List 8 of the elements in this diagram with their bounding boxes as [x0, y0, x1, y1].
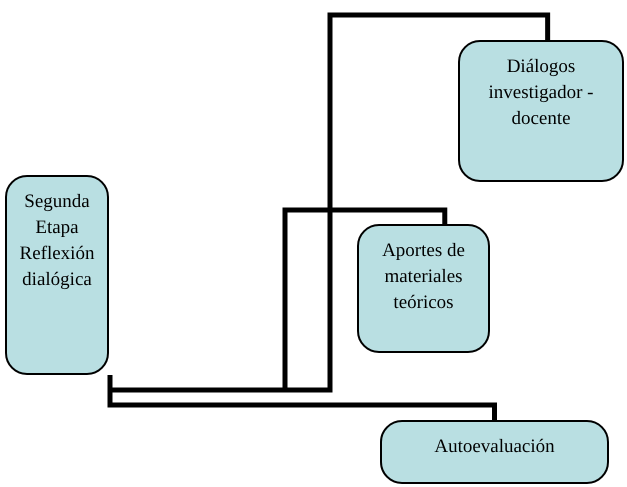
rounded-box: [5, 175, 109, 375]
node-text: Segunda Etapa Reflexión dialógica: [18, 190, 96, 292]
rounded-box: [357, 224, 490, 353]
node-text: Aportes de materiales teóricos: [381, 239, 466, 315]
node-text: Diálogos investigador - docente: [487, 55, 594, 131]
rounded-box: [380, 420, 609, 484]
node-text: Autoevaluación: [434, 435, 555, 459]
rounded-box: [458, 40, 624, 182]
